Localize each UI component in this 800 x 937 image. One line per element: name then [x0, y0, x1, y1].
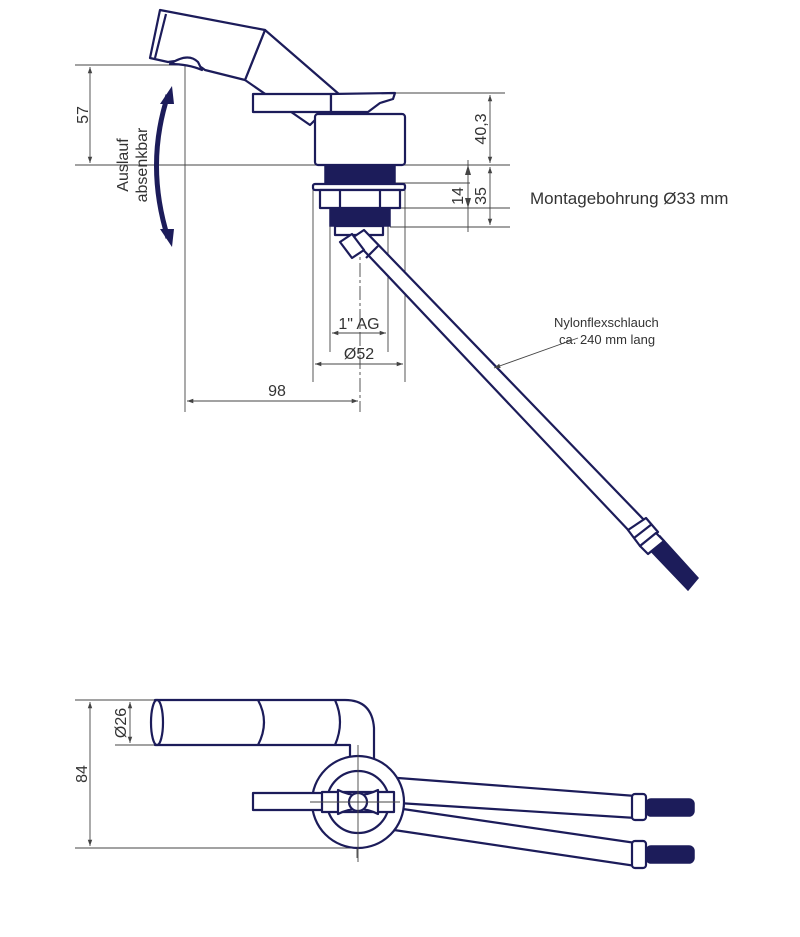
lever-top: [251, 791, 333, 812]
label-auslauf: Auslauf: [115, 138, 132, 192]
lever-plate: [329, 91, 397, 114]
mounting-hole-label: Montagebohrung Ø33 mm: [530, 189, 728, 208]
hose-leader-line: [493, 337, 579, 369]
dim-98: 98: [268, 383, 286, 400]
thread-lower: [329, 207, 391, 227]
hoses-top: [392, 776, 695, 870]
dim-35: 35: [473, 187, 490, 205]
hose-label-line2: ca. 240 mm lang: [559, 332, 655, 347]
hose-label-line1: Nylonflexschlauch: [554, 315, 659, 330]
top-view: 84 Ø26: [74, 698, 695, 870]
dim-thread: 1" AG: [338, 316, 379, 333]
spout-top: [153, 698, 376, 767]
dim-14: 14: [450, 187, 467, 205]
valve-body: [313, 112, 407, 167]
nut: [318, 188, 402, 210]
side-view: 57 Auslauf absenkbar 40,3 35 14 Montageb…: [75, 8, 728, 592]
thread-upper: [324, 165, 396, 184]
dim-40-3: 40,3: [473, 113, 490, 144]
adjust-arrow-icon: [154, 94, 171, 239]
lever: [251, 92, 333, 114]
extension-lines: [75, 64, 510, 412]
dim-84: 84: [74, 765, 91, 783]
flex-hose: [338, 228, 699, 592]
dim-diameter-26: Ø26: [113, 708, 130, 738]
label-absenkbar: absenkbar: [134, 127, 151, 202]
dim-57: 57: [75, 106, 92, 124]
dim-diameter-52: Ø52: [344, 346, 374, 363]
